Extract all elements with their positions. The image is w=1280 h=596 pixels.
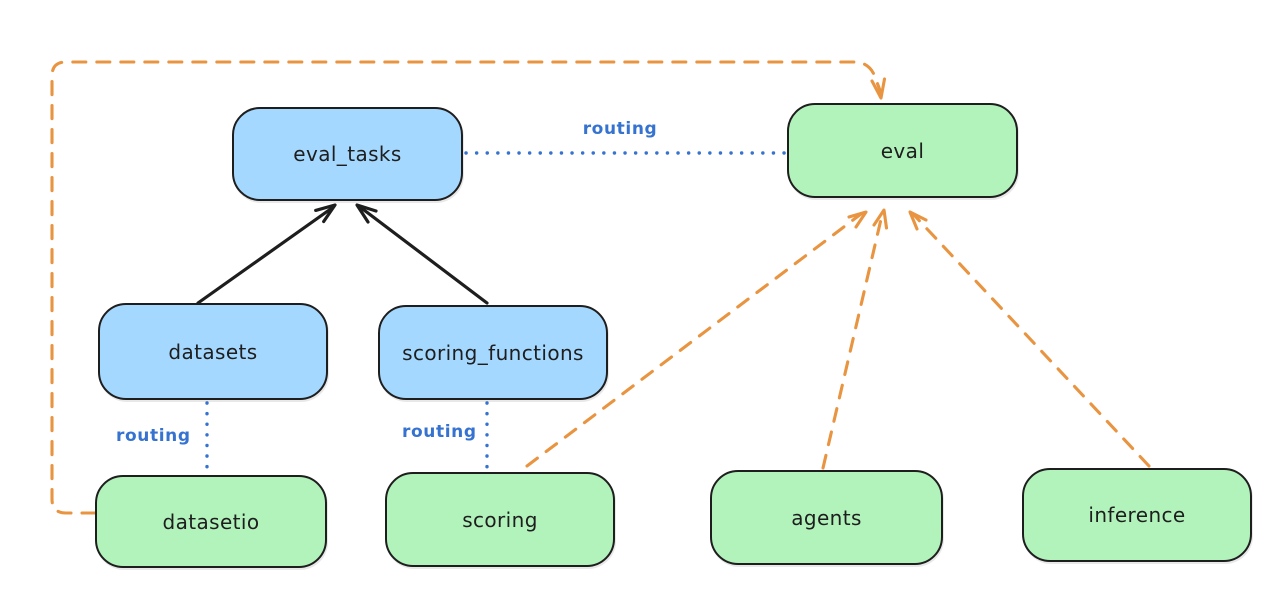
node-scoring: scoring bbox=[385, 472, 615, 567]
node-scoring-functions: scoring_functions bbox=[378, 305, 608, 400]
node-agents-label: agents bbox=[791, 505, 862, 530]
arrowhead-scoring-functions-to-eval-tasks bbox=[355, 203, 378, 224]
arrowhead-datasets-to-eval-tasks bbox=[314, 203, 337, 224]
node-datasetio: datasetio bbox=[95, 475, 327, 568]
dashed-arrow-agents-to-eval bbox=[821, 213, 884, 470]
arrowhead-scoring-to-eval bbox=[847, 210, 868, 229]
arrowhead-inference-to-eval bbox=[908, 210, 928, 231]
routing-label-eval-tasks-eval: routing bbox=[582, 119, 658, 139]
node-datasets: datasets bbox=[98, 303, 328, 400]
routing-label-scoring-functions-scoring: routing bbox=[402, 422, 477, 442]
node-inference: inference bbox=[1022, 468, 1252, 562]
dashed-arrow-inference-to-eval bbox=[912, 213, 1151, 468]
node-scoring-label: scoring bbox=[462, 507, 538, 532]
arrowhead-loop-to-eval bbox=[870, 77, 887, 100]
node-eval-tasks-label: eval_tasks bbox=[293, 142, 402, 166]
arrowhead-agents-to-eval bbox=[872, 208, 889, 230]
node-scoring-functions-label: scoring_functions bbox=[402, 340, 584, 365]
node-datasets-label: datasets bbox=[168, 339, 258, 364]
routing-label-datasets-datasetio: routing bbox=[116, 426, 191, 446]
node-eval: eval bbox=[787, 103, 1018, 198]
node-agents: agents bbox=[710, 470, 943, 565]
arrow-datasets-to-eval-tasks bbox=[196, 206, 334, 305]
node-eval-label: eval bbox=[880, 138, 925, 163]
node-inference-label: inference bbox=[1088, 503, 1186, 527]
arrow-scoring-functions-to-eval-tasks bbox=[358, 205, 489, 305]
node-datasetio-label: datasetio bbox=[162, 509, 260, 534]
node-eval-tasks: eval_tasks bbox=[232, 107, 463, 201]
